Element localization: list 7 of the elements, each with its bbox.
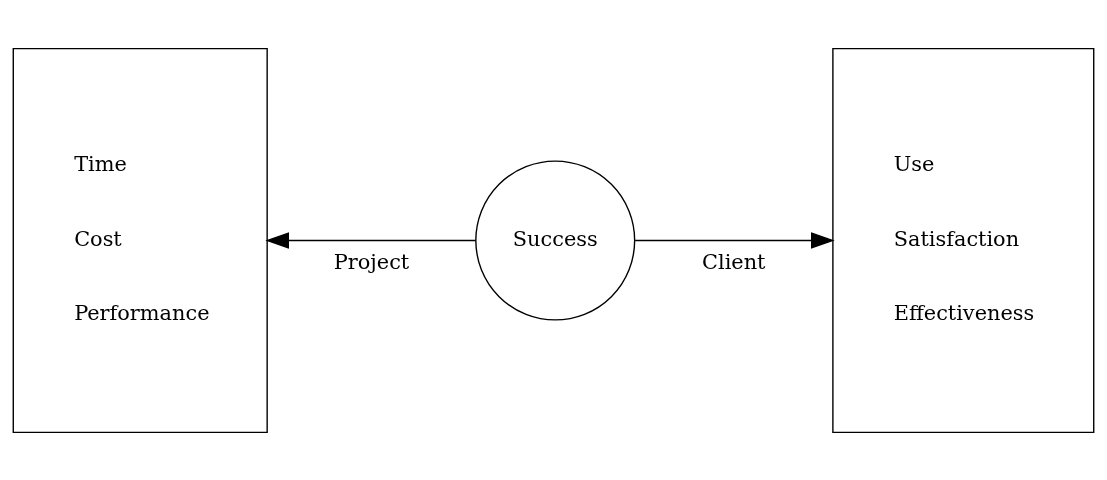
edge-label: Project <box>333 249 410 274</box>
node-box: Time Cost Performance <box>12 47 268 433</box>
node-circle: Success <box>475 159 636 321</box>
edge-label: Client <box>702 249 766 274</box>
node-box: Use Satisfaction Effectiveness <box>832 47 1095 433</box>
arrow <box>634 231 835 249</box>
arrow <box>265 231 477 249</box>
